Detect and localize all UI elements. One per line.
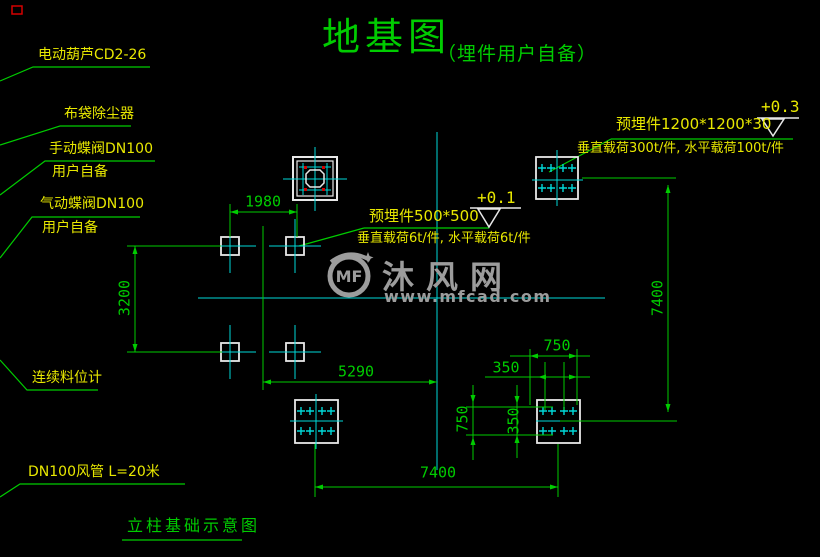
leader-manual-valve [0,160,155,196]
mfcad-logo-icon: MF [327,252,374,298]
dimension-arrows [132,185,671,490]
watermark-name: 沐风网 [382,258,515,296]
dim-3200: 3200 [115,279,134,317]
level-symbols [470,117,799,229]
dim-5290: 5290 [337,362,375,381]
anchor-bolts-bottom-left [297,407,335,435]
plate-large-leader [548,138,612,173]
watermark-url: www.mfcad.com [384,287,552,306]
dim-350-vertical: 350 [504,407,523,435]
label-manual-valve-note: 用户自备 [52,164,108,180]
leader-electric-hoist [0,66,150,82]
level-symbol-0.3 [760,118,786,138]
plate-large-level: +0.3 [761,97,800,116]
plate-large-loads: 垂直载荷300t/件, 水平载荷100t/件 [577,141,784,156]
anchor-bolts-bottom-right [539,407,577,435]
sheet-corner-mark [11,5,23,15]
label-electric-hoist: 电动葫芦CD2-26 [38,47,147,63]
dim-1980: 1980 [244,192,282,211]
label-manual-valve: 手动蝶阀DN100 [49,141,153,157]
dim-7400-bottom: 7400 [419,463,457,482]
drawing-title-note: （埋件用户自备） [437,43,598,65]
watermark: MF 沐风网 www.mfcad.com [324,248,550,306]
weld-marks [304,166,325,191]
column-base-detail [283,147,347,211]
anchor-bolts-top-right [538,164,576,192]
dim-7400-right: 7400 [648,279,667,317]
leader-air-duct [0,483,185,498]
drawing-title: 地基图 [322,15,452,59]
leader-level-indicator [0,359,98,391]
label-pneumatic-valve-note: 用户自备 [42,220,98,236]
label-bag-filter: 布袋除尘器 [64,106,134,122]
plate-small-loads: 垂直载荷6t/件, 水平载荷6t/件 [357,231,531,246]
label-pneumatic-valve: 气动蝶阀DN100 [40,196,144,212]
dimension-lines [127,177,677,497]
label-air-duct: DN100风管 L=20米 [28,464,160,480]
centerlines [198,132,605,470]
leader-pneumatic-valve [0,216,140,259]
anchor-bolt-footings [290,150,583,449]
dim-350-horizontal: 350 [492,358,520,377]
drawing-caption: 立柱基础示意图 [127,516,261,535]
column-profile [305,169,325,188]
plate-small-leader [298,227,365,247]
dim-750-vertical: 750 [453,405,472,433]
label-leaders [0,66,242,541]
leader-bag-filter [0,125,131,146]
annotation-leaders [298,138,793,247]
plate-large-name: 预埋件1200*1200*30 [616,115,772,133]
plate-small-name: 预埋件500*500 [369,207,479,225]
embed-plates-small [204,219,321,379]
dim-750-horizontal: 750 [543,336,571,355]
svg-text:MF: MF [336,267,363,286]
plate-small-level: +0.1 [477,188,516,207]
label-level-indicator: 连续料位计 [32,370,102,386]
level-symbol-0.1 [476,208,502,229]
